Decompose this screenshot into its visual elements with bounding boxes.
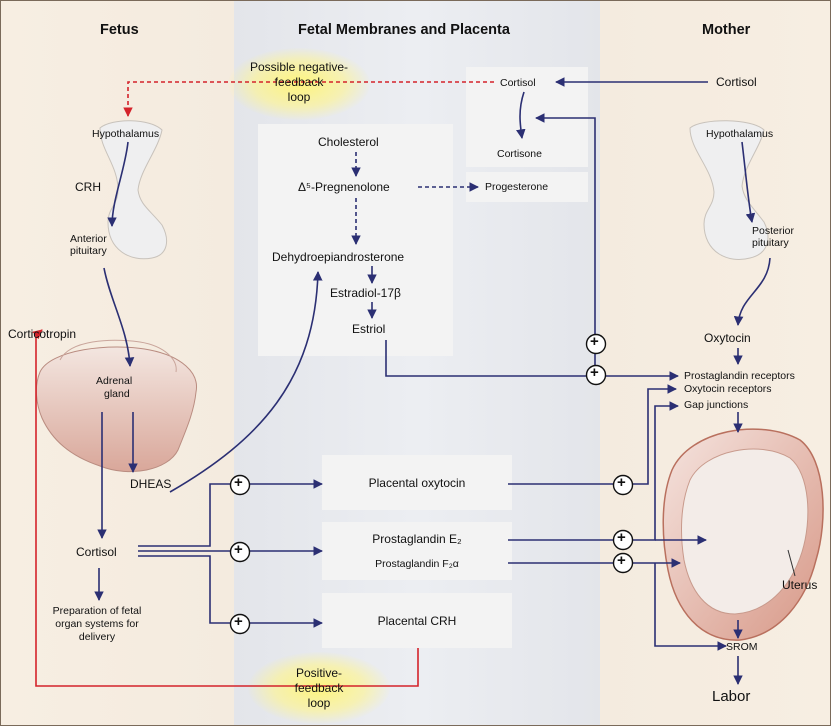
plus-sign: + — [590, 366, 599, 380]
prep-label-3: delivery — [18, 631, 176, 643]
neg-feedback-label-1: Possible negative- — [230, 60, 368, 74]
fetal-hypothalamus-label: Hypothalamus — [92, 128, 159, 140]
gap-junctions-label: Gap junctions — [684, 399, 748, 411]
pgf2a-label: Prostaglandin F₂α — [322, 558, 512, 570]
dhea-label: Dehydroepiandrosterone — [272, 250, 404, 264]
labor-label: Labor — [712, 690, 750, 704]
uterus-label: Uterus — [782, 578, 817, 592]
neg-feedback-label-3: loop — [230, 90, 368, 104]
srom-label: SROM — [726, 641, 758, 653]
cortisone-label: Cortisone — [497, 148, 542, 160]
pos-feedback-label-1: Positive- — [250, 666, 388, 680]
maternal-hypothalamus-label: Hypothalamus — [706, 128, 773, 140]
dheas-label: DHEAS — [130, 477, 171, 491]
placental-cortisol-label: Cortisol — [500, 77, 536, 89]
adrenal-gland-illustration — [36, 340, 196, 471]
plus-sign: + — [617, 531, 626, 545]
anterior-pituitary-label-2: pituitary — [70, 245, 107, 257]
anterior-pituitary-label-1: Anterior — [70, 233, 107, 245]
oxt-receptors-label: Oxytocin receptors — [684, 383, 772, 395]
prep-label-1: Preparation of fetal — [18, 605, 176, 617]
posterior-pituitary-label-1: Posterior — [752, 225, 794, 237]
adrenal-label-1: Adrenal — [96, 375, 132, 387]
placental-oxytocin-label: Placental oxytocin — [322, 476, 512, 490]
header-mother: Mother — [702, 22, 750, 38]
maternal-cortisol-label: Cortisol — [716, 75, 757, 89]
header-membranes: Fetal Membranes and Placenta — [298, 22, 510, 38]
pg-receptors-label: Prostaglandin receptors — [684, 370, 795, 382]
plus-sign: + — [590, 335, 599, 349]
pregnenolone-label: Δ⁵-Pregnenolone — [298, 180, 390, 194]
header-fetus: Fetus — [100, 22, 139, 38]
fetal-cortisol-label: Cortisol — [76, 545, 117, 559]
prep-label-2: organ systems for — [18, 618, 176, 630]
progesterone-label: Progesterone — [485, 181, 548, 193]
estradiol-label: Estradiol-17β — [330, 286, 401, 300]
plus-sign: + — [234, 543, 243, 557]
plus-sign: + — [234, 615, 243, 629]
pos-feedback-label-2: feedback — [250, 681, 388, 695]
adrenal-label-2: gland — [104, 388, 130, 400]
plus-sign: + — [617, 554, 626, 568]
placental-crh-label: Placental CRH — [322, 614, 512, 628]
fetal-pituitary-illustration — [100, 121, 167, 259]
oxytocin-label: Oxytocin — [704, 331, 751, 345]
pge2-label: Prostaglandin E₂ — [322, 532, 512, 546]
crh-label: CRH — [75, 180, 101, 194]
pos-feedback-label-3: loop — [250, 696, 388, 710]
neg-feedback-label-2: feedback — [230, 75, 368, 89]
plus-sign: + — [234, 476, 243, 490]
estriol-label: Estriol — [352, 322, 385, 336]
cholesterol-label: Cholesterol — [318, 135, 379, 149]
posterior-pituitary-label-2: pituitary — [752, 237, 789, 249]
plus-sign: + — [617, 476, 626, 490]
corticotropin-label: Corticotropin — [8, 327, 76, 341]
uterus-illustration — [663, 429, 823, 640]
